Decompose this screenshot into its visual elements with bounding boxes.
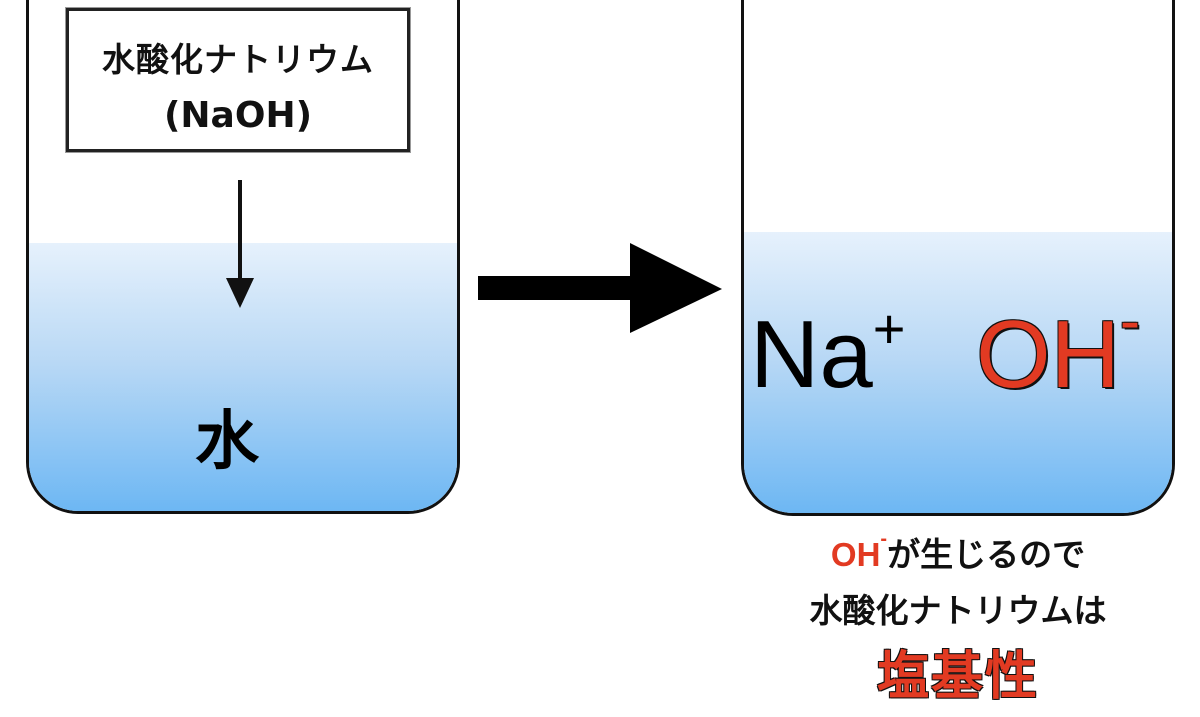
hydroxide-ion: OH-: [976, 287, 1140, 410]
right-arrow-icon: [478, 243, 722, 333]
sodium-charge: +: [872, 297, 906, 360]
right-beaker: [741, 0, 1175, 516]
caption-ion: OH: [830, 536, 881, 573]
sodium-ion: Na+: [750, 297, 906, 410]
hydroxide-symbol: OH: [976, 301, 1120, 408]
naoh-label-name: 水酸化ナトリウム: [102, 40, 374, 79]
naoh-label-formula: (NaOH): [163, 95, 313, 136]
caption-conclusion: 塩基性: [876, 647, 1039, 707]
caption-line2: 水酸化ナトリウムは: [809, 591, 1107, 630]
caption-ion-charge: -: [880, 528, 888, 550]
right-water: [744, 232, 1172, 513]
sodium-symbol: Na: [750, 301, 873, 408]
hydroxide-charge: -: [1120, 287, 1140, 354]
caption-line1: OH-が生じるので: [741, 528, 1175, 576]
naoh-label-box: 水酸化ナトリウム (NaOH): [66, 8, 410, 152]
water-label: 水: [195, 405, 259, 479]
caption-line1-text: が生じるので: [887, 535, 1086, 574]
down-arrow-icon: [226, 180, 254, 308]
